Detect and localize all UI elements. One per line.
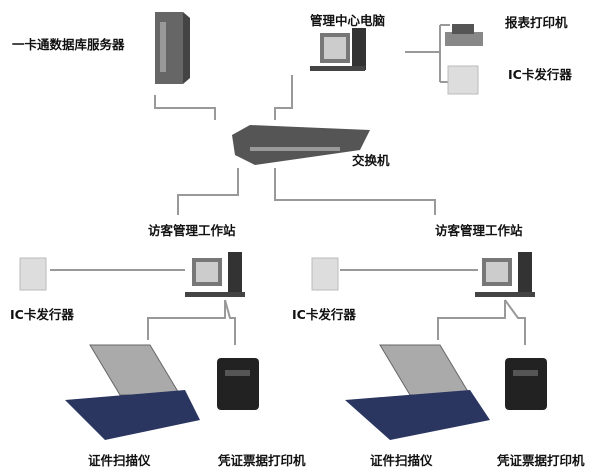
- scanner-right-label: 证件扫描仪: [370, 453, 433, 468]
- switch-label: 交换机: [352, 153, 390, 168]
- ic-right-label: IC卡发行器: [292, 307, 356, 322]
- ticket-printer-right-label: 凭证票据打印机: [497, 453, 585, 468]
- ws-right-label: 访客管理工作站: [435, 223, 523, 238]
- server-icon: [155, 12, 190, 84]
- ic-card-issuer-left-icon: [19, 257, 47, 291]
- ic-top-label: IC卡发行器: [508, 67, 572, 82]
- center-pc-icon: [310, 28, 366, 71]
- ticket-printer-left-icon: [217, 358, 259, 410]
- ic-card-issuer-icon: [447, 65, 479, 95]
- server-label: 一卡通数据库服务器: [12, 37, 125, 52]
- scanner-right-icon: [345, 344, 490, 440]
- workstation-left-icon: [185, 252, 245, 297]
- ticket-printer-right-icon: [505, 358, 547, 410]
- workstation-right-icon: [475, 252, 535, 297]
- scanner-left-label: 证件扫描仪: [88, 453, 151, 468]
- scanner-left-icon: [65, 344, 200, 440]
- connection-lines: [50, 24, 526, 345]
- ic-left-label: IC卡发行器: [10, 307, 74, 322]
- switch-icon: [232, 125, 370, 165]
- ticket-printer-left-label: 凭证票据打印机: [218, 453, 306, 468]
- report-printer-icon: [445, 24, 483, 46]
- ic-card-issuer-right-icon: [311, 257, 339, 291]
- ws-left-label: 访客管理工作站: [148, 223, 236, 238]
- report-printer-label: 报表打印机: [505, 15, 568, 30]
- center-pc-label: 管理中心电脑: [310, 13, 386, 28]
